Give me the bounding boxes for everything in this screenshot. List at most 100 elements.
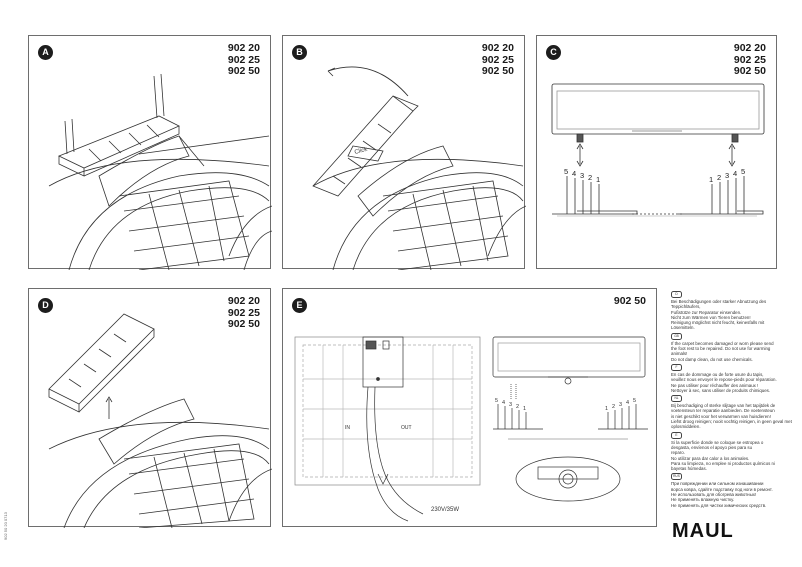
warning-line: При повреждении или сильном изнашивании: [671, 481, 764, 487]
warning-language-tag-row: RUS: [671, 473, 797, 481]
panel-a: A 902 20 902 25 902 50: [28, 35, 272, 270]
warning-line: bayetas húmedas.: [671, 466, 707, 472]
warning-text: En cas de dommage ou de forte usure du t…: [671, 372, 797, 393]
height-number: 2: [516, 404, 519, 410]
in-label: IN: [345, 425, 350, 431]
warning-line: Liefst droog reinigen; nooit vochtig rei…: [671, 419, 792, 425]
product-code: 902 20: [733, 42, 766, 54]
warning-line: Lösemitteln.: [671, 325, 695, 331]
warning-text: If the carpet becomes damaged or worn pl…: [671, 341, 797, 362]
step-badge: E: [292, 298, 307, 313]
panel-e: E 902 50: [282, 288, 657, 527]
height-number: 4: [626, 400, 629, 406]
step-badge: B: [292, 45, 307, 60]
warning-line: Fußstütze zur Reparatur einsenden.: [671, 309, 742, 315]
heating-illustration: IN OUT 230V/35W 5 4 3 2 1 1 2 3 4 5: [294, 336, 648, 522]
product-codes: 902 50: [613, 295, 646, 308]
footrest-illustration: [48, 313, 272, 528]
step-badge: A: [38, 45, 53, 60]
language-tag: F: [671, 363, 682, 371]
product-codes: 902 20 902 25 902 50: [227, 42, 260, 78]
warning-text: Bei Beschädigungen oder starker Abnutzun…: [671, 299, 797, 331]
language-tag: RUS: [671, 473, 682, 481]
product-code: 902 50: [613, 295, 646, 307]
product-code: 902 50: [227, 65, 260, 77]
warning-language-tag-row: E: [671, 431, 797, 440]
warning-line: is niet geschikt voor het verwarmen van …: [671, 413, 771, 419]
height-number: 5: [564, 167, 568, 176]
svg-text:Click: Click: [354, 147, 369, 156]
warning-line: Teppichläufers,: [671, 304, 701, 310]
height-number: 3: [580, 171, 584, 180]
warning-text: При повреждении или сильном изнашивании …: [671, 481, 797, 507]
product-codes: 902 20 902 25 902 50: [227, 295, 260, 331]
safety-instructions: D Bei Beschädigungen oder starker Abnutz…: [671, 289, 797, 508]
product-code: 902 50: [481, 65, 514, 77]
warning-language-tag-row: F: [671, 363, 797, 372]
warning-line: Para su limpieza, no emplee ni productos…: [671, 460, 775, 466]
warning-line: oplosmiddelen.: [671, 424, 701, 430]
warning-line: ворса ковра, сдайте подставку под ноги в…: [671, 486, 773, 492]
warning-language-tag-row: NL: [671, 395, 797, 403]
document-number: 902 50 20 0713: [3, 512, 8, 540]
warning-line: animals!: [671, 351, 688, 357]
height-number: 1: [605, 406, 608, 412]
product-codes: 902 20 902 25 902 50: [733, 42, 766, 78]
step-badge: D: [38, 298, 53, 313]
height-number: 2: [717, 173, 721, 182]
product-code: 902 25: [733, 53, 766, 66]
height-number: 2: [588, 173, 592, 182]
height-number: 3: [725, 171, 729, 180]
language-tag: NL: [671, 395, 682, 403]
footrest-illustration: [48, 73, 272, 270]
height-number: 2: [612, 404, 615, 410]
footrest-illustration: Click: [312, 66, 526, 270]
warning-line: reparo.: [671, 450, 685, 456]
warning-line: Si la superficie donde se coloque se est…: [671, 439, 764, 445]
warning-line: Не применять влажную чистку.: [671, 497, 735, 503]
height-number: 1: [709, 175, 713, 184]
height-number: 1: [596, 175, 600, 184]
height-number: 4: [733, 169, 737, 178]
warning-line: En cas de dommage ou de forte usure du t…: [671, 371, 764, 377]
product-code: 902 25: [227, 306, 260, 319]
out-label: OUT: [401, 425, 412, 431]
warning-line: desgasta, envíenos el apoyo pies para su: [671, 444, 753, 450]
warning-line: voetensteun ter reparatie aanbieden. De …: [671, 408, 775, 414]
warning-text: Bij beschadiging of sterke slijtage van …: [671, 403, 797, 429]
height-number: 5: [741, 167, 745, 176]
panel-d: D 902 20 902 25 902 50: [28, 288, 272, 528]
warning-line: Do not damp clean, do not use chemicals.: [671, 356, 753, 362]
product-code: 902 20: [227, 42, 260, 54]
height-number: 1: [523, 406, 526, 412]
language-tag: GB: [671, 332, 682, 340]
power-label: 230V/35W: [431, 507, 459, 513]
product-codes: 902 20 902 25 902 50: [481, 42, 514, 78]
warning-language-tag-row: D: [671, 291, 797, 299]
warning-line: Не применять для чистки химических средс…: [671, 502, 767, 508]
warning-line: the foot rest to be repaired. Do not use…: [671, 346, 771, 352]
height-adjust-illustration: 5 4 3 2 1 1 2 3 4 5: [551, 83, 765, 217]
language-tag: E: [671, 431, 682, 439]
warning-line: Ne pas utiliser pour réchauffer des anim…: [671, 382, 759, 388]
language-tag: D: [671, 291, 682, 298]
warning-line: Bei Beschädigungen oder starker Abnutzun…: [671, 299, 767, 304]
product-code: 902 50: [733, 65, 766, 77]
warning-line: Nettoyer à sec, sans utiliser de produit…: [671, 387, 771, 393]
product-code: 902 20: [227, 295, 260, 307]
step-badge: C: [546, 45, 561, 60]
warning-line: Nicht zum Wärmen von Tieren benutzen!: [671, 314, 751, 320]
warning-line: Bij beschadiging of sterke slijtage van …: [671, 403, 776, 409]
height-number: 3: [619, 402, 622, 408]
height-number: 5: [633, 398, 636, 404]
product-code: 902 25: [481, 53, 514, 66]
warning-line: Reinigung möglichst nicht feucht, keines…: [671, 320, 765, 326]
warning-line: veuillez nous envoyer le repose-pieds po…: [671, 377, 777, 383]
warning-text: Si la superficie donde se coloque se est…: [671, 440, 797, 472]
height-number: 3: [509, 402, 512, 408]
product-code: 902 50: [227, 318, 260, 330]
height-number: 4: [502, 400, 505, 406]
product-code: 902 25: [227, 53, 260, 66]
product-code: 902 20: [481, 42, 514, 54]
warning-line: Не использовать для обогрева животных!: [671, 492, 757, 498]
